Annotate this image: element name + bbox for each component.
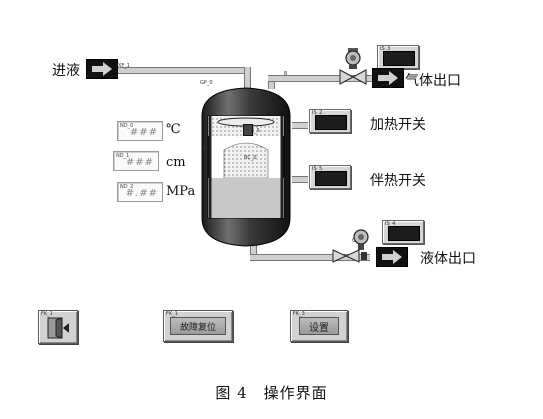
heater-element	[243, 124, 253, 136]
trace-lamp-tag: IS_5	[312, 166, 323, 172]
gas-pipe-tag: B	[284, 71, 288, 77]
liquid-lamp-tag: IS_4	[385, 221, 396, 227]
figure-caption: 图 4 操作界面	[0, 382, 543, 403]
inlet-arrow-button[interactable]	[86, 59, 118, 79]
level-unit: cm	[166, 155, 186, 170]
liquid-outlet-label: 液体出口	[420, 251, 476, 267]
level-value: ###	[125, 157, 154, 168]
inlet-tag: XF_1	[118, 63, 130, 69]
figure-title: 操作界面	[263, 384, 328, 402]
fault-reset-button[interactable]: FK_1 故障复位	[163, 310, 233, 342]
gas-pipe-up	[268, 75, 275, 89]
trace-pipe	[292, 176, 308, 183]
heat-lamp-screen	[315, 115, 347, 130]
gas-status-lamp: IS_3	[377, 45, 419, 69]
figure-number: 图 4	[215, 384, 248, 402]
gas-valve-icon	[339, 48, 367, 85]
level-tag: ND_1	[116, 153, 130, 159]
liquid-status-lamp: IS_4	[382, 220, 424, 244]
heat-pipe	[292, 122, 308, 129]
exit-door-icon	[47, 317, 69, 339]
settings-tag: FK_3	[293, 311, 305, 317]
arrow-right-icon	[92, 62, 112, 76]
gas-outlet-arrow-button[interactable]	[372, 68, 404, 88]
gas-outlet-label: 气体出口	[405, 73, 461, 89]
inlet-pipe	[116, 67, 248, 74]
exit-button-tag: FK_1	[41, 311, 53, 317]
trace-heat-switch-lamp[interactable]: IS_5	[309, 165, 351, 189]
level-display: ND_1 ###	[113, 151, 159, 171]
liquid-valve-icon	[332, 229, 369, 263]
settings-button[interactable]: FK_3 设置	[290, 310, 348, 342]
pressure-value: #.##	[125, 188, 158, 199]
heater-tag: LJ_5	[250, 128, 260, 134]
temperature-value: ###	[129, 127, 158, 138]
gas-lamp-tag: IS_3	[380, 46, 391, 52]
liquid-lamp-screen	[388, 226, 420, 241]
separator-vessel	[201, 87, 291, 247]
vessel-side-tag: C	[202, 146, 206, 152]
exit-button[interactable]: FK_1	[38, 310, 78, 344]
heat-lamp-tag: IS_2	[312, 110, 323, 116]
liquid-outlet-arrow-button[interactable]	[376, 247, 408, 267]
temperature-unit: ℃	[166, 122, 181, 137]
pressure-unit: MPa	[166, 184, 196, 199]
arrow-right-icon	[378, 71, 398, 85]
temperature-tag: ND_0	[120, 123, 134, 129]
pressure-display: ND_2 #.##	[117, 182, 163, 202]
heat-switch-lamp[interactable]: IS_2	[309, 109, 351, 133]
inlet-label: 进液	[52, 63, 80, 79]
settings-label: 设置	[299, 317, 339, 335]
inlet-pipe-down	[244, 67, 251, 89]
temperature-display: ND_0 ###	[117, 121, 163, 141]
liquid-valve-tag: G	[352, 238, 356, 244]
fault-reset-label: 故障复位	[170, 317, 226, 335]
gas-outlet-pipe	[268, 75, 378, 82]
arrow-right-icon	[382, 250, 402, 264]
gas-lamp-screen	[383, 51, 415, 66]
vessel-tag: GP_0	[200, 80, 213, 86]
fault-reset-tag: FK_1	[166, 311, 178, 317]
liquid-outlet-pipe	[250, 254, 370, 261]
trace-heat-switch-label: 伴热开关	[370, 173, 426, 189]
trace-lamp-screen	[315, 171, 347, 186]
pressure-tag: ND_2	[120, 184, 134, 190]
liquid-pipe-down	[250, 244, 257, 258]
vessel-inner-tag: BC_0	[244, 155, 257, 161]
heat-switch-label: 加热开关	[370, 117, 426, 133]
